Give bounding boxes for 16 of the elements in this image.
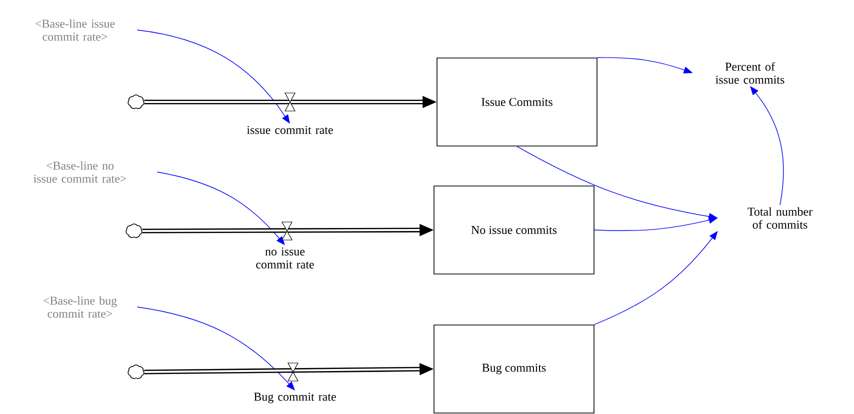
stock-box: Bug commits xyxy=(434,324,594,414)
cloud-icon xyxy=(128,94,144,109)
variable-label: Percent of issue commits xyxy=(716,62,784,84)
stock-box: No issue commits xyxy=(434,186,594,274)
arrow xyxy=(136,306,295,390)
variable-label: <Base-line issue commit rate> xyxy=(36,19,115,41)
flow-rate-label: Bug commit rate xyxy=(254,392,336,404)
cloud-icon xyxy=(126,224,142,238)
flow-rate-label: no issue commit rate xyxy=(256,247,314,269)
stock-box: Issue Commits xyxy=(436,58,598,146)
arrow xyxy=(750,86,784,206)
cloud-icon xyxy=(128,364,144,379)
flow-rate-label: issue commit rate xyxy=(246,126,333,134)
variable-label: <Base-line no issue commit rate> xyxy=(34,161,126,183)
variable-label: <Base-line bug commit rate> xyxy=(44,296,117,318)
variable-label: Total number of commits xyxy=(748,207,812,229)
